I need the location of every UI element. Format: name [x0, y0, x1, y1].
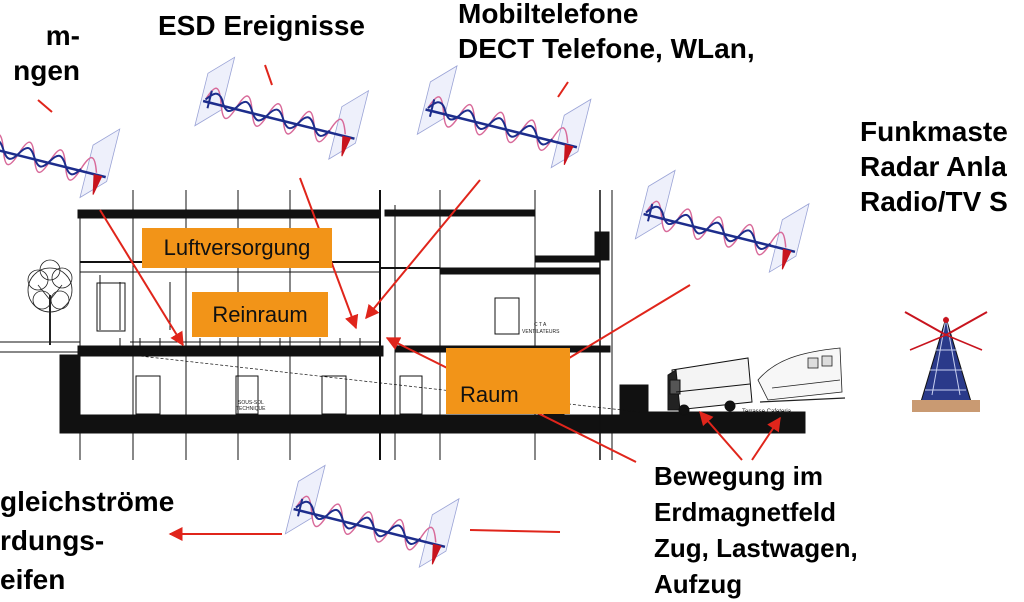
train-icon [758, 348, 845, 402]
label-bottom-left-line1: gleichströme [0, 484, 200, 519]
room-reinraum: Reinraum [192, 292, 328, 337]
wave-icon-mobile [417, 61, 591, 173]
label-bottom-left-line2: rdungs- [0, 523, 200, 558]
label-bewegung-line3: Zug, Lastwagen, [654, 530, 858, 566]
label-bewegung-line2: Erdmagnetfeld [654, 494, 858, 530]
arrow-mobile-to-rein [366, 180, 480, 318]
plan-text-ventilateurs: VENTILATEURS [522, 329, 559, 335]
plan-text-cta: C T A [534, 322, 546, 328]
plan-text-technique: TECHNIQUE [236, 406, 265, 412]
plan-text-terrasse: Terrasse Cafeteria [742, 409, 791, 415]
arrow-bottom-right [470, 530, 560, 532]
label-bottom-left-line3: eifen [0, 562, 200, 597]
label-mobile-line1: Mobiltelefone [458, 0, 755, 31]
room-luftversorgung: Luftversorgung [142, 228, 332, 268]
arrow-mobile-tick [558, 82, 568, 97]
radio-mast-icon [905, 312, 987, 412]
label-mobile: Mobiltelefone DECT Telefone, WLan, [458, 0, 755, 66]
label-top-left: m- ngen [0, 18, 80, 88]
label-bottom-left: gleichströme rdungs- eifen [0, 484, 200, 597]
wave-icon-esd [195, 52, 369, 164]
label-bewegung-line4: Aufzug [654, 566, 858, 602]
label-esd: ESD Ereignisse [158, 8, 365, 43]
label-funk-line2: Radar Anla [860, 149, 1008, 184]
arrow-topleft-to-luft [38, 100, 52, 112]
wave-icon-bottom [285, 460, 459, 572]
wave-icon-funk [635, 165, 809, 277]
room-raum: Raum [446, 348, 570, 414]
arrow-esd-tick [265, 65, 272, 85]
label-top-left-line1: m- [0, 18, 80, 53]
label-funk-line3: Radio/TV S [860, 184, 1008, 219]
label-bewegung-line1: Bewegung im [654, 458, 858, 494]
building-structure [0, 190, 805, 460]
label-top-left-line2: ngen [0, 53, 80, 88]
label-bewegung: Bewegung im Erdmagnetfeld Zug, Lastwagen… [654, 458, 858, 602]
label-funk: Funkmaste Radar Anla Radio/TV S [860, 114, 1008, 219]
label-mobile-line2: DECT Telefone, WLan, [458, 31, 755, 66]
tree-icon [28, 260, 72, 345]
truck-icon [668, 358, 752, 415]
wave-icon-top-left [0, 90, 120, 202]
label-funk-line1: Funkmaste [860, 114, 1008, 149]
